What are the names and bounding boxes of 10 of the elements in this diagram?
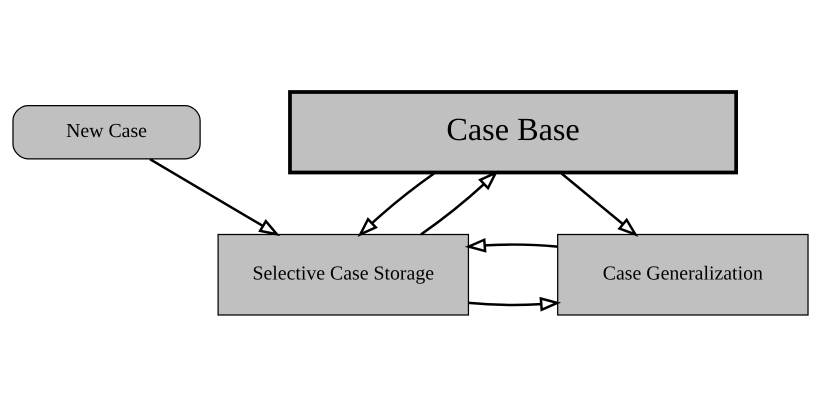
- arrow: [468, 296, 562, 312]
- arrow: [464, 237, 558, 252]
- arrow: [149, 158, 280, 236]
- node-box: Case Base: [288, 90, 738, 174]
- arrow: [420, 170, 498, 235]
- node-box: Selective Case Storage: [217, 233, 470, 316]
- arrow: [560, 171, 638, 236]
- node-box: New Case: [12, 104, 201, 159]
- arrow: [358, 171, 436, 237]
- node-box: Case Generalization: [557, 233, 809, 316]
